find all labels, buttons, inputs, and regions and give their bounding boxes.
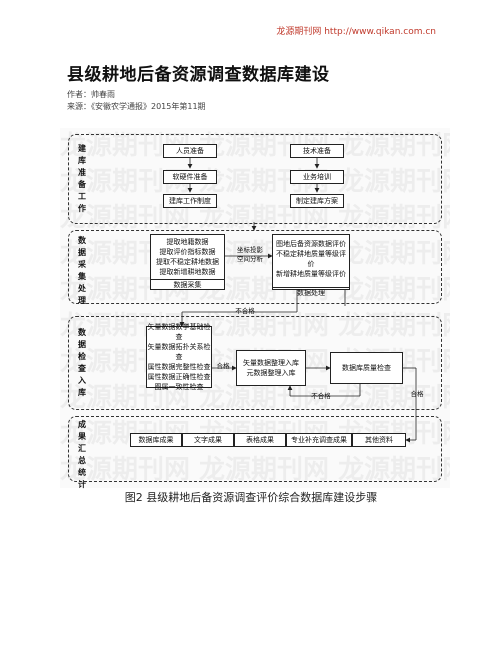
box-data-checks: 矢量数据数学基础检查 矢量数据拓扑关系检查 属性数据完整性检查 属性数据正确性检… <box>146 323 212 391</box>
check-line: 矢量数据数学基础检查 <box>147 323 211 341</box>
box-store: 矢量数据整理入库 元数据整理入库 <box>236 350 306 386</box>
label-projection: 坐标投影 空间分析 <box>228 246 272 264</box>
label-pass: 合格 <box>216 362 230 370</box>
box-hardware-prep: 软硬件准备 <box>163 170 217 184</box>
section-prep-label: 建库准备工作 <box>78 144 86 213</box>
acq-line: 提取新增耕地数据 <box>159 268 216 276</box>
box-data-acquisition: 提取地籍数据 提取评价指标数据 提取不稳定耕地数据 提取新增耕地数据 数据采集 <box>150 234 225 290</box>
result-survey: 专业补充调查成果 <box>286 433 352 447</box>
label-pass-right: 合格 <box>410 390 424 398</box>
box-staff-prep: 人员准备 <box>163 144 217 158</box>
proc-line: 图地后备资源数据评价 <box>276 240 346 248</box>
proc-line: 新增耕地质量等级评价 <box>276 270 346 278</box>
section-collect-label: 数据采集处理 <box>78 236 86 305</box>
acq-line: 提取评价指标数据 <box>159 248 216 256</box>
store-line: 元数据整理入库 <box>246 369 296 377</box>
check-line: 属性数据完整性检查 <box>147 363 211 371</box>
store-line: 矢量数据整理入库 <box>243 359 299 367</box>
check-line: 矢量数据拓扑关系检查 <box>147 343 211 361</box>
proc-title: 数据处理 <box>273 287 349 298</box>
figure-caption: 图2 县级耕地后备资源调查评价综合数据库建设步骤 <box>124 491 378 504</box>
box-training: 业务培训 <box>290 170 344 184</box>
article-author: 作者：帅春雨 <box>67 90 115 99</box>
article-source: 来源：《安徽农学通报》2015年第11期 <box>67 102 206 111</box>
section-result-label: 成果汇总统计 <box>78 420 86 489</box>
check-line: 属性数据正确性检查 <box>147 373 211 381</box>
result-other: 其他资料 <box>352 433 406 447</box>
section-check-label: 数据检查入库 <box>78 328 86 397</box>
label-reject-check: 不合格 <box>311 392 331 400</box>
workflow-figure: 龙源期刊网 龙源期刊网 龙源期刊网 龙源期刊网 龙源期刊网 龙源期刊网 龙源期刊… <box>60 128 450 489</box>
result-text: 文字成果 <box>182 433 234 447</box>
acq-title: 数据采集 <box>151 279 224 290</box>
label-reject-collect: 不合格 <box>235 307 255 315</box>
result-tables: 表格成果 <box>234 433 286 447</box>
section-check: 数据检查入库 <box>68 316 442 410</box>
box-data-processing: 图地后备资源数据评价 不稳定耕地质量等级评价 新增耕地质量等级评价 数据处理 <box>272 234 350 297</box>
connector-lines <box>179 158 417 443</box>
journal-header: 龙源期刊网 http://www.qikan.com.cn <box>276 27 436 37</box>
box-build-plan: 制定建库方案 <box>290 194 344 208</box>
article-title: 县级耕地后备资源调查数据库建设 <box>67 65 330 85</box>
box-quality-check: 数据库质量检查 <box>330 352 403 384</box>
acq-line: 提取不稳定耕地数据 <box>156 258 219 266</box>
projection-line: 坐标投影 <box>237 246 263 254</box>
section-result: 成果汇总统计 <box>68 416 442 489</box>
section-collect: 数据采集处理 <box>68 230 442 305</box>
proc-line: 不稳定耕地质量等级评价 <box>276 250 346 268</box>
acq-line: 提取地籍数据 <box>166 238 209 246</box>
section-prep: 建库准备工作 <box>68 134 442 224</box>
result-database: 数据库成果 <box>130 433 182 447</box>
check-line: 图属一致性检查 <box>154 383 204 391</box>
spatial-line: 空间分析 <box>237 255 263 263</box>
box-build-rules: 建库工作制度 <box>163 194 217 208</box>
box-tech-prep: 技术准备 <box>290 144 344 158</box>
